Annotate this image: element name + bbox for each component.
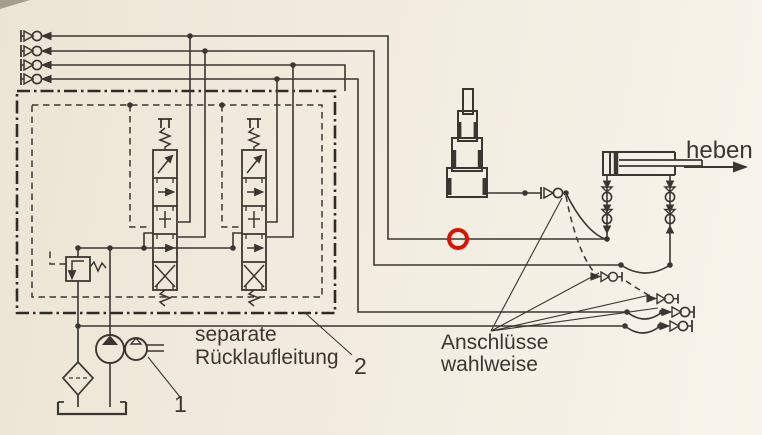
ref2-label: 2 — [354, 353, 367, 379]
click-marker — [447, 228, 469, 250]
optional-coupling-icon — [656, 292, 679, 305]
valve-actuator-icon — [246, 118, 262, 150]
pump-flow-triangle — [129, 336, 143, 345]
connections-label-2: wahlweise — [440, 353, 538, 376]
return-line-label-2: Rücklaufleitung — [195, 346, 339, 369]
telescopic-coupling-icon — [540, 186, 564, 200]
relief-pilot-line — [49, 251, 66, 265]
quick-coupling-icon — [20, 72, 52, 86]
annotation-pointer-lines — [147, 197, 659, 398]
return-line-label-1: separate — [195, 323, 277, 346]
quick-coupling-outlets — [20, 29, 52, 86]
hose-rod-side — [620, 264, 671, 274]
pump-flow-triangle — [101, 335, 119, 345]
connections-label-1: Anschlüsse — [441, 331, 548, 354]
heben-arrow-icon — [733, 161, 748, 173]
valve-spring-icon — [247, 289, 262, 307]
hose-connections — [565, 192, 671, 274]
cylinder-port-lines — [600, 175, 677, 265]
optional-coupling-icon — [600, 270, 623, 283]
work-port-lines — [48, 35, 625, 313]
pilot-line-right-valve — [221, 105, 240, 228]
directional-valve-right — [232, 118, 267, 307]
pilot-line-enclosure — [31, 104, 323, 298]
valve-actuator-icon — [157, 118, 173, 150]
quick-coupling-icon — [20, 58, 52, 72]
quick-coupling-icon — [20, 29, 52, 43]
quick-coupling-icon — [20, 44, 52, 58]
tank — [56, 401, 128, 416]
pressure-relief-valve — [65, 248, 107, 326]
heben-label-group: heben — [684, 137, 753, 173]
double-pump — [95, 248, 164, 407]
relief-spring-icon — [89, 260, 107, 273]
hose-telescopic-to-lift — [565, 192, 606, 240]
suction-filter — [61, 326, 95, 407]
ref2-pointer — [303, 311, 353, 356]
junction-dots — [75, 33, 673, 329]
quick-coupling-icon — [661, 305, 695, 319]
ref1-label: 1 — [174, 391, 187, 417]
ref1-pointer — [147, 356, 181, 398]
return-couplings — [626, 305, 695, 333]
quick-coupling-icon — [659, 319, 693, 333]
scan-corner-artifact — [0, 0, 30, 9]
optional-connection-path — [565, 195, 679, 305]
pilot-line-left-valve — [129, 105, 151, 228]
telescopic-cylinder — [446, 88, 541, 198]
separate-return-line — [78, 325, 661, 334]
directional-valve-left — [143, 118, 178, 307]
power-pack-enclosure — [15, 89, 337, 315]
heben-label: heben — [686, 137, 753, 164]
valve-spring-icon — [158, 289, 173, 307]
